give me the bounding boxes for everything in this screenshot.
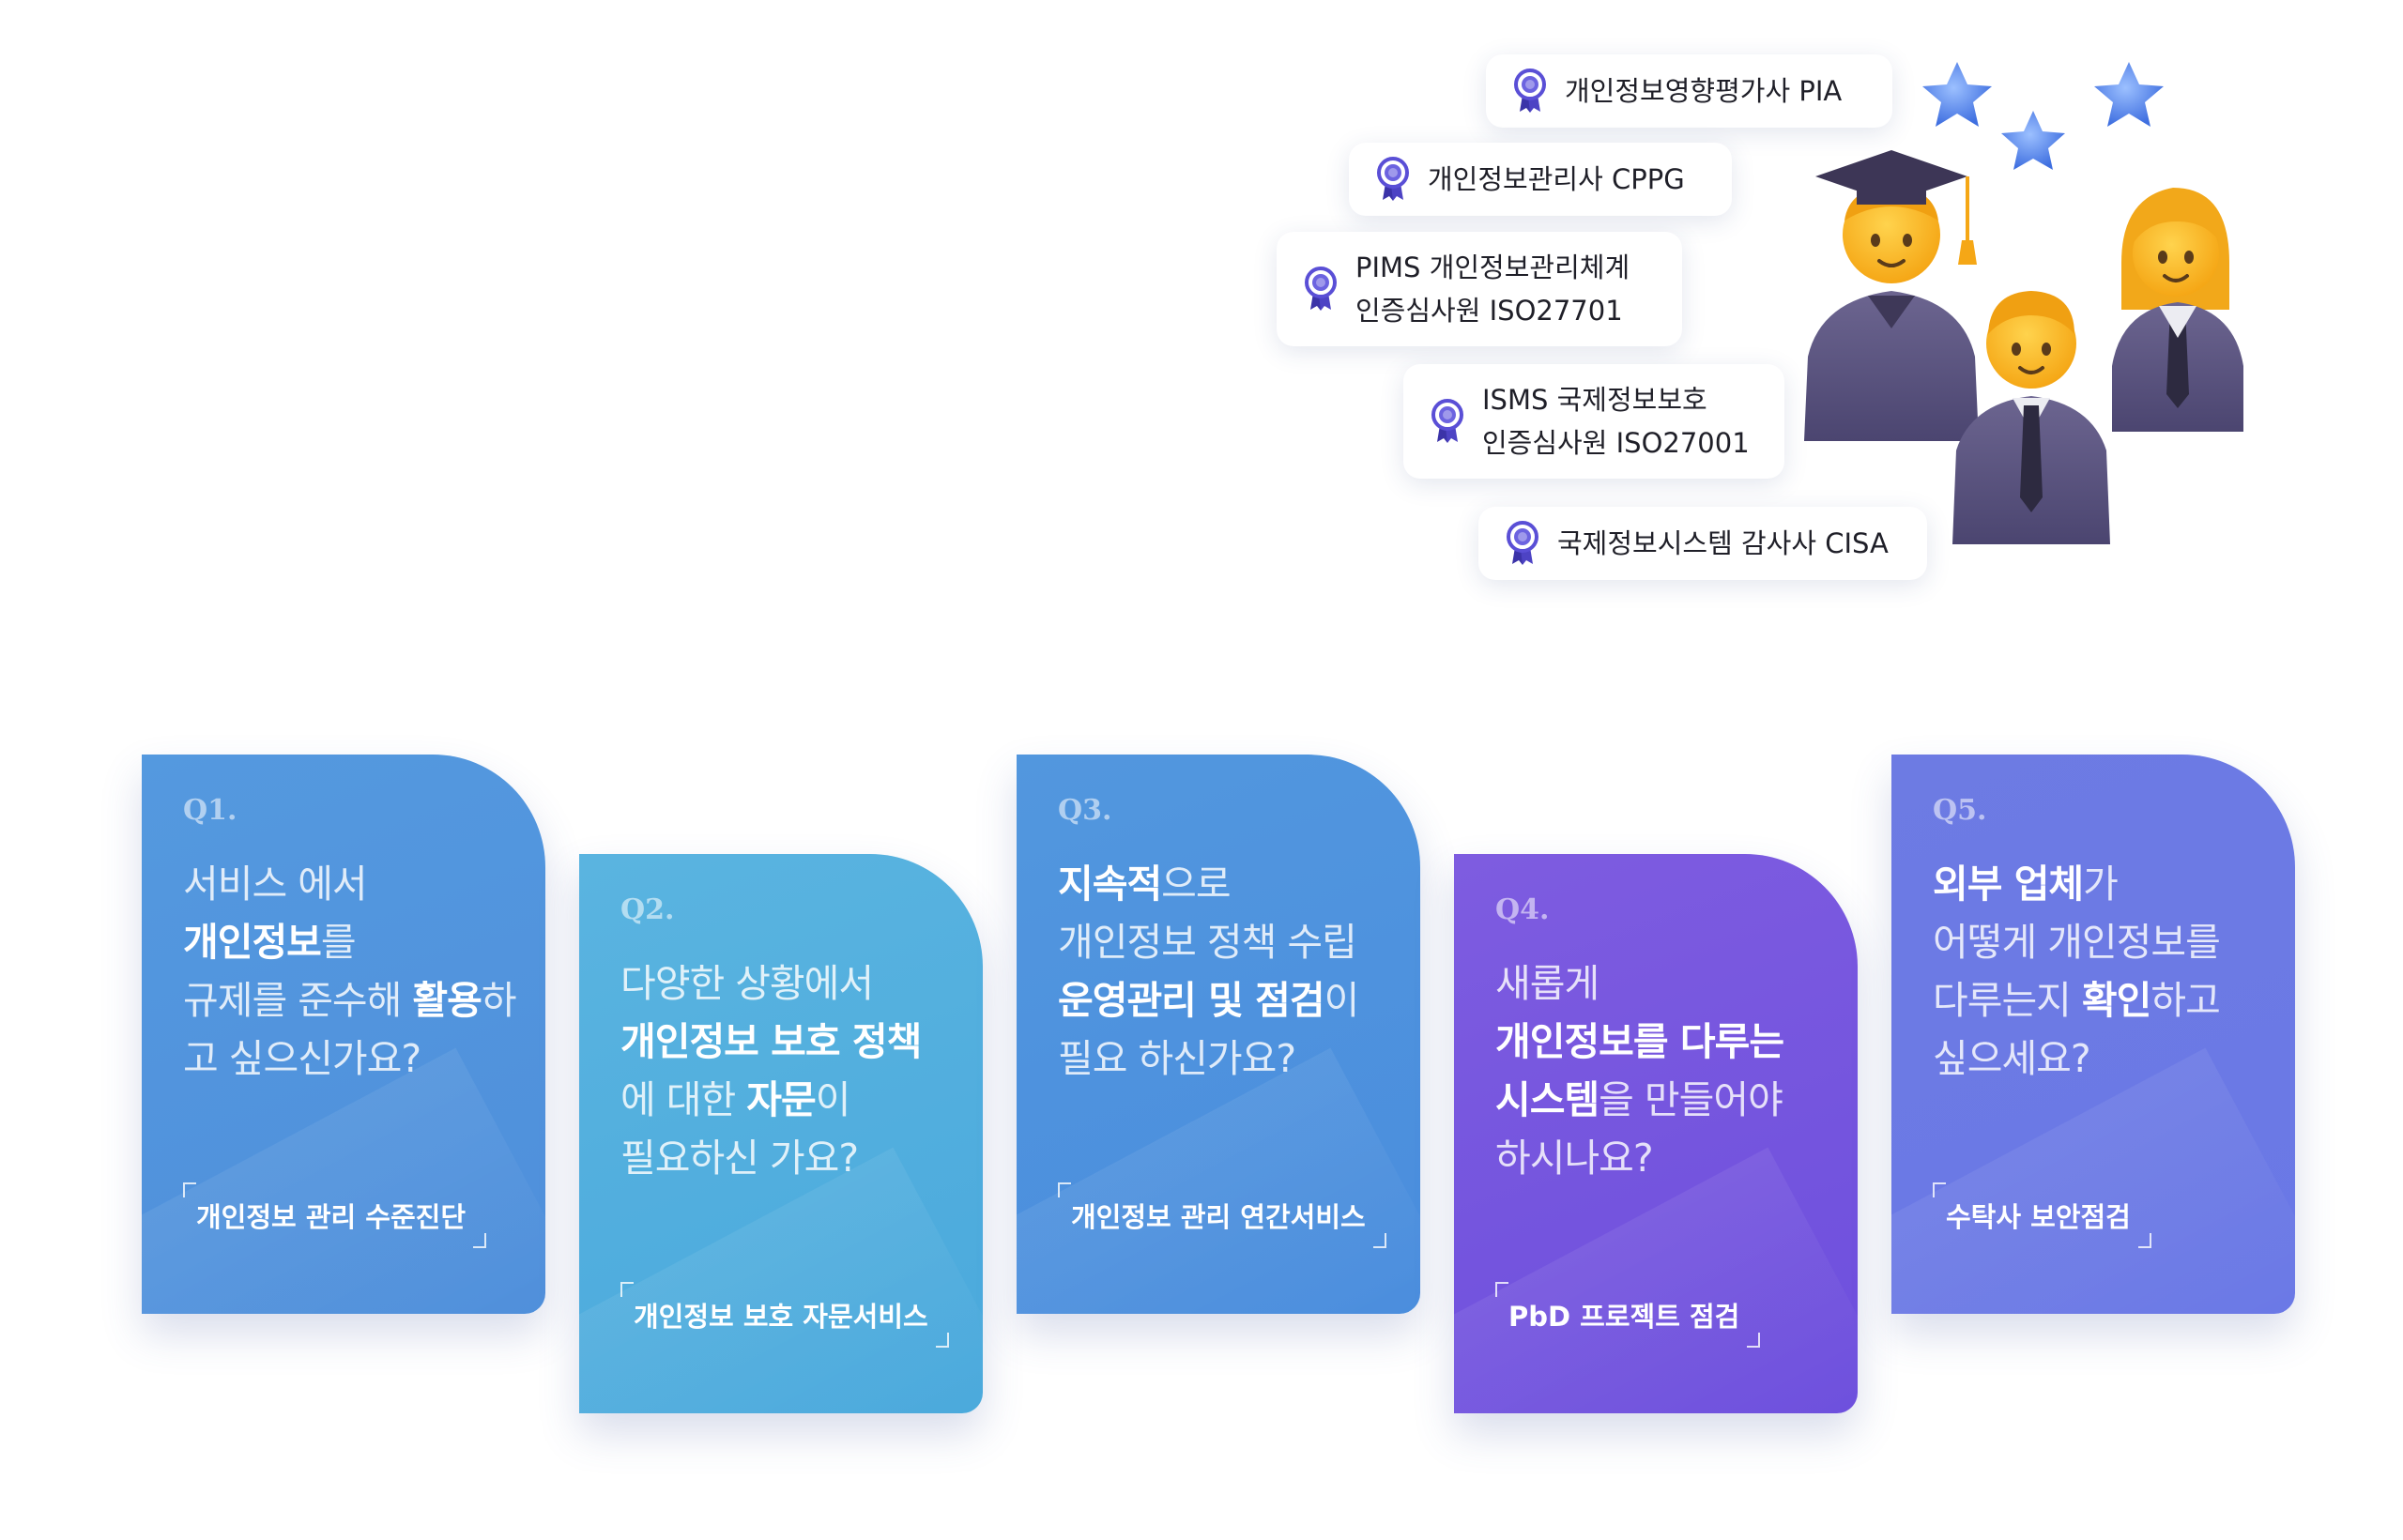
emphasis-text: 자문 <box>746 1077 816 1122</box>
question-line: 필요하신 가요? <box>620 1129 957 1187</box>
cert-pill-pia: 개인정보영향평가사 PIA <box>1486 54 1892 128</box>
emphasis-text: 개인정보 보호 정책 <box>620 1019 922 1064</box>
service-link[interactable]: 수탁사 보안점검 <box>1933 1182 2151 1248</box>
plain-text: 하고 <box>2150 978 2220 1023</box>
award-ribbon-icon <box>1377 157 1409 201</box>
service-link[interactable]: PbD 프로젝트 점검 <box>1495 1282 1761 1348</box>
plain-text: 고 싶으신가요? <box>183 1036 421 1081</box>
cert-pill-cisa: 국제정보시스템 감사사 CISA <box>1478 507 1927 580</box>
cert-label: 개인정보영향평가사 PIA <box>1565 69 1842 113</box>
plain-text: 서비스 에서 <box>183 861 368 907</box>
plain-text: 필요하신 가요? <box>620 1136 859 1181</box>
question-line: 개인정보 정책 수립 <box>1058 913 1394 971</box>
question-line: 운영관리 및 점검이 <box>1058 971 1394 1029</box>
cert-label-line: 국제정보시스템 감사사 CISA <box>1557 527 1889 559</box>
question-number: Q2. <box>620 893 675 926</box>
award-ribbon-icon <box>1514 69 1546 113</box>
emphasis-text: 시스템 <box>1495 1077 1599 1122</box>
question-line: 규제를 준수해 활용하 <box>183 971 519 1029</box>
plain-text: 새롭게 <box>1495 961 1599 1006</box>
question-line: 지속적으로 <box>1058 855 1394 913</box>
emphasis-text: 개인정보를 다루는 <box>1495 1019 1784 1064</box>
plain-text: 가 <box>2083 861 2119 907</box>
plain-text: 개인정보 정책 수립 <box>1058 920 1357 965</box>
plain-text: 으로 <box>1161 861 1231 907</box>
cert-pill-cppg: 개인정보관리사 CPPG <box>1349 143 1732 216</box>
plain-text: 어떻게 개인정보를 <box>1933 920 2221 965</box>
service-link[interactable]: 개인정보 관리 수준진단 <box>183 1182 486 1248</box>
question-number: Q1. <box>183 794 237 827</box>
graduate-and-professionals-icon <box>1804 62 2243 544</box>
question-number: Q4. <box>1495 893 1550 926</box>
question-line: 개인정보를 다루는 <box>1495 1013 1831 1071</box>
plain-text: 이 <box>815 1077 851 1122</box>
question-line: 하시나요? <box>1495 1129 1831 1187</box>
award-ribbon-icon <box>1305 267 1337 311</box>
emphasis-text: 활용 <box>412 978 482 1023</box>
cert-label: 개인정보관리사 CPPG <box>1428 158 1685 201</box>
question-line: 어떻게 개인정보를 <box>1933 913 2269 971</box>
plain-text: 를 <box>320 920 357 965</box>
cert-label-line: 인증심사원 ISO27001 <box>1482 427 1750 459</box>
star-icon <box>1922 62 1992 127</box>
plain-text: 이 <box>1324 978 1360 1023</box>
question-line: 다루는지 확인하고 <box>1933 971 2269 1029</box>
cert-label-line: ISMS 국제정보보호 <box>1482 384 1707 416</box>
star-icon <box>2094 62 2164 127</box>
question-number: Q3. <box>1058 794 1112 827</box>
question-line: 싶으세요? <box>1933 1029 2269 1088</box>
cert-label: 국제정보시스템 감사사 CISA <box>1557 522 1889 565</box>
plain-text: 다루는지 <box>1933 978 2082 1023</box>
service-link[interactable]: 개인정보 관리 연간서비스 <box>1058 1182 1386 1248</box>
question-line: 시스템을 만들어야 <box>1495 1071 1831 1129</box>
question-line: 개인정보 보호 정책 <box>620 1013 957 1071</box>
question-line: 새롭게 <box>1495 954 1831 1013</box>
question-line: 필요 하신가요? <box>1058 1029 1394 1088</box>
question-line: 개인정보를 <box>183 913 519 971</box>
plain-text: 다양한 상황에서 <box>620 961 874 1006</box>
question-number: Q5. <box>1933 794 1987 827</box>
plain-text: 규제를 준수해 <box>183 978 413 1023</box>
award-ribbon-icon <box>1431 399 1463 443</box>
plain-text: 을 만들어야 <box>1599 1077 1783 1122</box>
cert-label-line: 개인정보관리사 CPPG <box>1428 163 1685 195</box>
award-ribbon-icon <box>1507 521 1538 565</box>
cert-label-line: 인증심사원 ISO27701 <box>1355 295 1623 327</box>
plain-text: 필요 하신가요? <box>1058 1036 1296 1081</box>
question-line: 다양한 상황에서 <box>620 954 957 1013</box>
emphasis-text: 확인 <box>2081 978 2151 1023</box>
question-line: 서비스 에서 <box>183 855 519 913</box>
cert-label-line: PIMS 개인정보관리체계 <box>1355 252 1630 283</box>
plain-text: 에 대한 <box>620 1077 747 1122</box>
service-link[interactable]: 개인정보 보호 자문서비스 <box>620 1282 949 1348</box>
emphasis-text: 지속적 <box>1058 861 1162 907</box>
emphasis-text: 개인정보 <box>183 920 322 965</box>
question-line: 고 싶으신가요? <box>183 1029 519 1088</box>
cert-label-line: 개인정보영향평가사 PIA <box>1565 75 1843 107</box>
plain-text: 하시나요? <box>1495 1136 1654 1181</box>
emphasis-text: 외부 업체 <box>1933 861 2084 907</box>
question-line: 외부 업체가 <box>1933 855 2269 913</box>
question-line: 에 대한 자문이 <box>620 1071 957 1129</box>
emphasis-text: 운영관리 및 점검 <box>1058 978 1325 1023</box>
plain-text: 하 <box>481 978 517 1023</box>
star-icon <box>2001 111 2065 170</box>
plain-text: 싶으세요? <box>1933 1036 2091 1081</box>
